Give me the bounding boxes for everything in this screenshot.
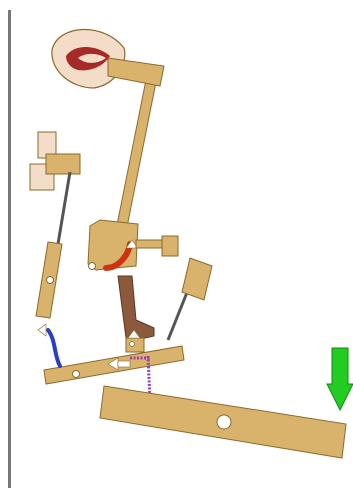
key-balance-hole (216, 414, 232, 430)
catcher-head (161, 235, 179, 257)
up-arrow-icon (125, 239, 139, 249)
jack-heel (125, 337, 145, 353)
backcheck-block (181, 257, 213, 301)
hammer-molding (107, 57, 165, 87)
wippen-pivot (72, 370, 80, 378)
backcheck-wire (166, 289, 190, 341)
force-down-arrow-icon (326, 347, 353, 412)
frame-rail (8, 10, 11, 488)
left-arrow-tail (117, 360, 131, 368)
hammer-felt-inner (78, 53, 106, 63)
damper-spoon-arrow-icon (37, 323, 47, 337)
damper-block (45, 153, 81, 175)
heel-up-arrow-icon (127, 329, 141, 339)
damper-wire (56, 171, 72, 245)
damper-lever-pivot (46, 276, 54, 284)
hammer-shank (115, 79, 157, 233)
butt-pivot (88, 262, 96, 270)
jack (117, 275, 155, 341)
catcher-shank (135, 239, 165, 249)
damper-spoon-spring (46, 328, 62, 368)
jack-heel-pivot (129, 341, 135, 347)
